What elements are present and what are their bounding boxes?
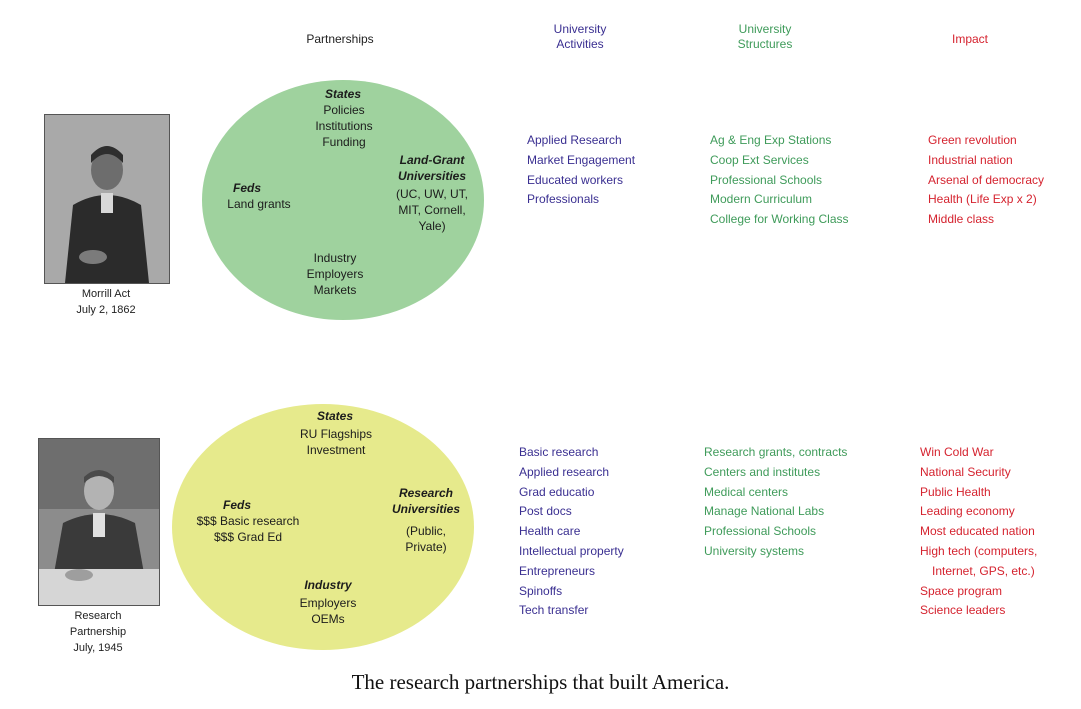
ellipse-research-partnership (172, 404, 474, 650)
list-item: Tech transfer (519, 603, 589, 618)
list-item: Health care (519, 524, 581, 539)
list-item: Health (Life Exp x 2) (928, 192, 1037, 207)
list-item: Modern Curriculum (710, 192, 813, 207)
list-item: Internet, GPS, etc.) (932, 563, 1035, 578)
caption-morrill-act: Morrill Act July 2, 1862 (76, 288, 136, 316)
figure-caption: The research partnerships that built Ame… (351, 670, 730, 694)
header-university-activities: University Activities (553, 22, 607, 51)
ellipse1-feds-items: Land grants (227, 197, 291, 211)
list-item: Applied Research (527, 133, 622, 147)
list-item: High tech (computers, (920, 543, 1038, 558)
ellipse1-states-items: Policies Institutions Funding (315, 103, 373, 149)
list-item: Entrepreneurs (519, 563, 596, 578)
portrait-research-figure (39, 439, 159, 605)
list-item: University systems (704, 543, 805, 558)
ellipse2-states-title: States (316, 409, 354, 423)
portrait-morrill (44, 114, 170, 284)
ellipse2-feds-items: $$$ Basic research $$$ Grad Ed (196, 514, 300, 544)
list-item: Leading economy (920, 504, 1015, 519)
list-item: Post docs (519, 504, 572, 519)
list-item: Spinoffs (519, 583, 563, 598)
row2-structures-list: Research grants, contracts Centers and i… (704, 443, 847, 562)
list-item: Centers and institutes (704, 464, 821, 479)
list-item: Grad educatio (519, 484, 595, 499)
list-item: Professional Schools (704, 524, 817, 539)
list-item: Public Health (920, 484, 991, 499)
list-item: Professionals (527, 192, 600, 207)
list-item: Most educated nation (920, 524, 1035, 539)
list-item: Space program (920, 583, 1003, 598)
list-item: Intellectual property (519, 543, 624, 558)
ellipse2-feds-title: Feds (222, 498, 251, 512)
row1-activities-list: Applied Research Market Engagement Educa… (527, 131, 635, 210)
row2-activities-list: Basic research Applied research Grad edu… (519, 443, 624, 621)
ellipse1-industry-items: Industry Employers Markets (306, 251, 364, 297)
list-item: Educated workers (527, 172, 624, 187)
ellipse1-universities-title: Land-Grant Universities (397, 153, 467, 183)
header-university-structures: University Structures (737, 22, 793, 51)
portrait-research-partnership (38, 438, 160, 606)
ellipse2-states-items: RU Flagships Investment (299, 427, 373, 457)
caption-research-partnership: Research Partnership July, 1945 (69, 610, 127, 654)
list-item: Arsenal of democracy (928, 172, 1045, 187)
ellipse1-feds-title: Feds (232, 181, 261, 195)
header-impact: Impact (951, 32, 988, 46)
header-partnerships: Partnerships (306, 32, 374, 46)
ellipse1-universities-items: (UC, UW, UT, MIT, Cornell, Yale) (396, 187, 468, 233)
list-item: Industrial nation (928, 152, 1013, 167)
list-item: Manage National Labs (704, 504, 825, 519)
list-item: Middle class (928, 212, 995, 227)
ellipse-land-grant-partnership (202, 80, 484, 320)
row1-impact-list: Green revolution Industrial nation Arsen… (928, 131, 1044, 230)
portrait-morrill-figure (45, 115, 169, 283)
list-item: Coop Ext Services (710, 152, 809, 167)
list-item: Win Cold War (920, 445, 994, 459)
list-item: Basic research (519, 445, 599, 459)
ellipse2-industry-items: Employers OEMs (299, 596, 357, 626)
ellipse2-universities-title: Research Universities (391, 486, 461, 516)
list-item: Research grants, contracts (704, 445, 848, 459)
ellipse2-industry-title: Industry (304, 578, 352, 592)
list-item: Science leaders (920, 603, 1006, 618)
ellipse2-universities-items: (Public, Private) (405, 524, 447, 554)
list-item: Professional Schools (710, 172, 823, 187)
list-item: Applied research (519, 464, 610, 479)
list-item: Green revolution (928, 133, 1017, 147)
list-item: Medical centers (704, 484, 789, 499)
list-item: College for Working Class (710, 212, 849, 227)
list-item: Ag & Eng Exp Stations (710, 133, 832, 147)
list-item: Market Engagement (527, 152, 636, 167)
ellipse1-states-title: States (324, 87, 362, 101)
row1-structures-list: Ag & Eng Exp Stations Coop Ext Services … (710, 131, 849, 230)
row2-impact-list: Win Cold War National Security Public He… (920, 443, 1037, 621)
list-item: National Security (920, 464, 1011, 479)
